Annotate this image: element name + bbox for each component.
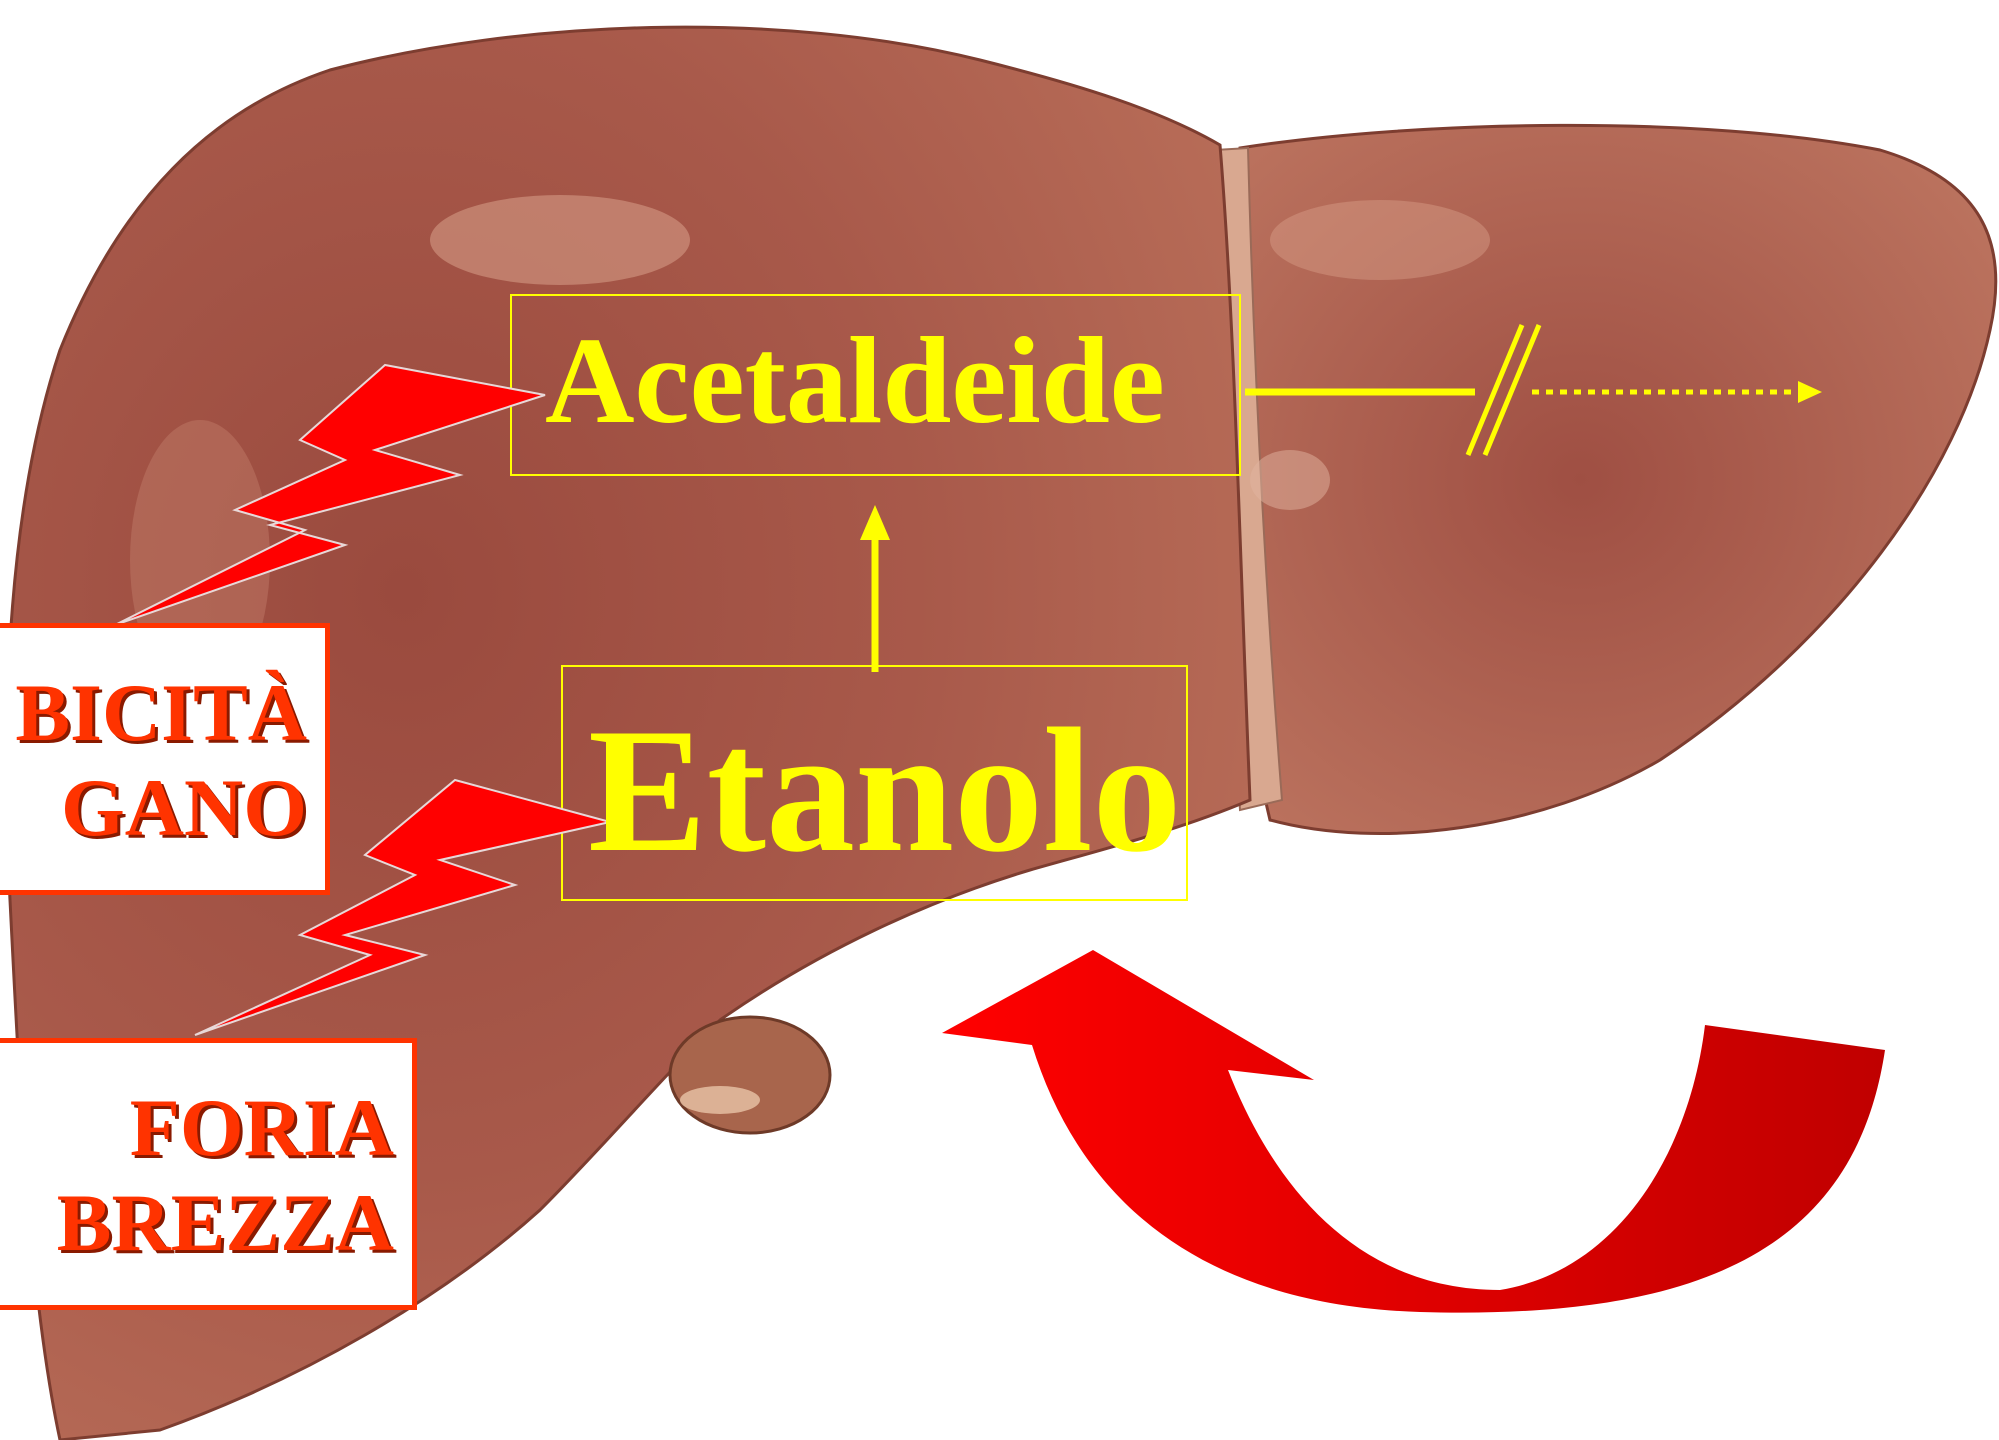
gallbladder-highlight bbox=[680, 1086, 760, 1114]
euforia-ebbrezza-box: FORIA BREZZA bbox=[0, 1038, 417, 1310]
acetaldeide-label: Acetaldeide bbox=[545, 316, 1165, 446]
euforia-line-1: FORIA bbox=[130, 1083, 394, 1173]
tossicita-line-2: GANO bbox=[61, 763, 307, 853]
curved-arrow-icon bbox=[942, 950, 1885, 1313]
liver-highlight bbox=[430, 195, 690, 285]
tossicita-line-1: BICITÀ bbox=[15, 668, 307, 758]
euforia-line-2: BREZZA bbox=[57, 1178, 394, 1268]
liver-highlight bbox=[1250, 450, 1330, 510]
liver-highlight bbox=[1270, 200, 1490, 280]
gallbladder bbox=[670, 1017, 830, 1133]
etanolo-label: Etanolo bbox=[588, 700, 1181, 880]
tossicita-organo-box: BICITÀ GANO bbox=[0, 623, 330, 895]
